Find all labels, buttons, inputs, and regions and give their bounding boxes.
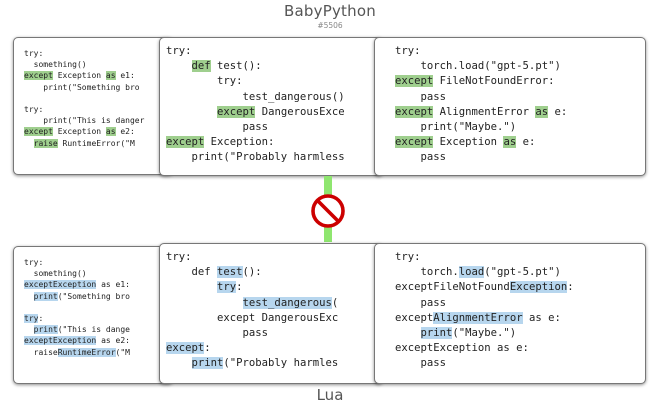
code-line: print("This is dange bbox=[33, 325, 130, 335]
highlighted-token: except bbox=[24, 71, 53, 81]
code-line: torch.load("gpt-5.pt") bbox=[395, 266, 561, 279]
highlighted-token: RuntimeError bbox=[57, 347, 116, 357]
highlighted-token: except bbox=[395, 105, 434, 118]
code-line: exceptException as e1: bbox=[24, 280, 130, 290]
python-code-card-3: try: torch.load("gpt-5.pt") except FileN… bbox=[374, 37, 646, 176]
code-line: print("This is danger bbox=[24, 116, 145, 126]
python-code-block-2: try: def test(): try: test_dangerous() e… bbox=[160, 38, 382, 166]
code-line: pass bbox=[166, 121, 269, 134]
highlighted-token: print bbox=[33, 325, 58, 335]
highlighted-token: print bbox=[191, 357, 224, 370]
code-line: print("Maybe.") bbox=[420, 327, 517, 340]
highlighted-token: load bbox=[458, 266, 485, 279]
code-line: except DangerousExc bbox=[166, 311, 339, 324]
highlighted-token: test_dangerous bbox=[242, 296, 332, 309]
code-line: except Exception as e: bbox=[395, 136, 536, 149]
lua-code-card-1: try: something() exceptException as e1: … bbox=[13, 246, 173, 384]
code-line: try: bbox=[395, 251, 421, 263]
code-line: try: bbox=[24, 49, 44, 58]
code-line: raise RuntimeError("M bbox=[33, 138, 135, 148]
highlighted-token: as bbox=[105, 71, 116, 81]
highlighted-token: def bbox=[191, 60, 211, 73]
code-line: test_dangerous() bbox=[166, 90, 345, 103]
code-line: try: bbox=[166, 251, 192, 263]
code-line: try: bbox=[166, 75, 243, 88]
no-sign-icon bbox=[311, 194, 345, 228]
code-line: exceptException as e: bbox=[395, 342, 529, 355]
code-line: exceptException as e2: bbox=[24, 336, 130, 346]
python-code-block-1: try: something() except Exception as e1:… bbox=[14, 38, 172, 149]
highlighted-token: exceptException bbox=[24, 336, 97, 346]
highlighted-token: exceptException bbox=[24, 280, 97, 290]
highlighted-token: except bbox=[166, 136, 205, 149]
code-line: torch.load("gpt-5.pt") bbox=[395, 60, 561, 73]
code-line: exceptFileNotFoundException: bbox=[395, 281, 574, 294]
code-line: pass bbox=[395, 90, 447, 103]
lua-code-block-2: try: def test(): try: test_dangerous( ex… bbox=[160, 244, 382, 372]
code-line: something() bbox=[24, 60, 87, 70]
highlighted-token: test bbox=[217, 266, 243, 279]
code-line: try: bbox=[217, 281, 243, 294]
code-line: print("Probably harmles bbox=[191, 357, 339, 370]
code-line: print("Probably harmless bbox=[166, 151, 345, 164]
code-line: except Exception: bbox=[166, 136, 275, 149]
highlighted-token: except bbox=[395, 136, 434, 149]
code-line: try: bbox=[166, 45, 192, 57]
highlighted-token: print bbox=[33, 291, 58, 301]
lua-code-block-3: try: torch.load("gpt-5.pt") exceptFileNo… bbox=[375, 244, 645, 372]
code-line: exceptAlignmentError as e: bbox=[395, 311, 561, 324]
highlighted-token: except bbox=[217, 105, 256, 118]
highlighted-token: AlignmentError bbox=[433, 311, 523, 324]
code-line: pass bbox=[166, 327, 269, 340]
code-line: print("Something bro bbox=[33, 291, 130, 301]
lua-code-card-2: try: def test(): try: test_dangerous( ex… bbox=[159, 243, 383, 384]
diagram-subtitle: #5506 bbox=[317, 21, 343, 30]
code-line: try: bbox=[24, 258, 44, 267]
highlighted-token: except bbox=[24, 127, 53, 137]
code-line: print("Something bro bbox=[24, 82, 140, 92]
diagram-footer-label: Lua bbox=[316, 386, 344, 404]
highlighted-token: Exception bbox=[509, 281, 568, 294]
highlighted-token: print bbox=[420, 327, 453, 340]
code-line: pass bbox=[395, 151, 447, 164]
highlighted-token: as bbox=[105, 127, 116, 137]
code-line: except: bbox=[166, 342, 211, 355]
code-line: def test(): bbox=[166, 266, 262, 279]
highlighted-token: try bbox=[217, 281, 237, 294]
lua-code-card-3: try: torch.load("gpt-5.pt") exceptFileNo… bbox=[374, 243, 646, 384]
code-line: something() bbox=[24, 269, 87, 279]
highlighted-token: as bbox=[535, 105, 549, 118]
highlighted-token: as bbox=[503, 136, 517, 149]
highlighted-token: try bbox=[24, 314, 39, 324]
code-line: except DangerousExce bbox=[217, 105, 345, 118]
code-line: except FileNotFoundError: bbox=[395, 75, 555, 88]
code-line: try: bbox=[24, 314, 44, 324]
code-line: pass bbox=[395, 296, 447, 309]
python-code-card-1: try: something() except Exception as e1:… bbox=[13, 37, 173, 175]
highlighted-token: raise bbox=[33, 138, 58, 148]
python-code-card-2: try: def test(): try: test_dangerous() e… bbox=[159, 37, 383, 176]
code-line: pass bbox=[395, 357, 447, 370]
python-code-block-3: try: torch.load("gpt-5.pt") except FileN… bbox=[375, 38, 645, 166]
code-line: print("Maybe.") bbox=[395, 121, 517, 134]
highlighted-token: except bbox=[395, 75, 434, 88]
code-line: def test(): bbox=[191, 60, 262, 73]
lua-code-block-1: try: something() exceptException as e1: … bbox=[14, 247, 172, 358]
code-line: except Exception as e1: bbox=[24, 71, 135, 81]
code-line: try: bbox=[395, 45, 421, 57]
code-line: except Exception as e2: bbox=[24, 127, 135, 137]
code-line: except AlignmentError as e: bbox=[395, 105, 568, 118]
diagram-title: BabyPython bbox=[284, 2, 376, 20]
code-line: raiseRuntimeError("M bbox=[24, 347, 130, 357]
highlighted-token: except bbox=[166, 342, 205, 355]
code-line: try: bbox=[24, 105, 44, 115]
code-line: test_dangerous( bbox=[242, 296, 339, 309]
